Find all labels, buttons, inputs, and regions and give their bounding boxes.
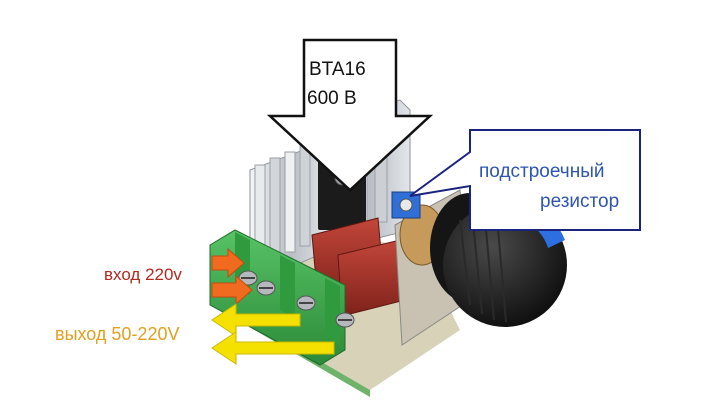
trimmer-label-line2: резистор [540, 191, 620, 212]
down-arrow-outline-icon [266, 38, 434, 192]
triac-voltage-label: 600 В [307, 88, 357, 109]
output-label: выход 50-220V [55, 324, 180, 344]
film-capacitors [311, 217, 406, 317]
right-arrow-icon [211, 247, 245, 279]
right-arrow-icon [211, 274, 253, 306]
trimmer-label-line1: подстроечный [479, 161, 605, 182]
trimmer-callout-outline [409, 129, 641, 231]
input-label: вход 220v [104, 265, 182, 284]
triac-part-label: BTA16 [309, 59, 366, 80]
output-arrows [211, 303, 335, 365]
input-arrows [211, 247, 253, 306]
left-arrow-icon [211, 331, 335, 365]
terminal-screws [238, 270, 355, 328]
left-arrow-icon [211, 303, 301, 337]
